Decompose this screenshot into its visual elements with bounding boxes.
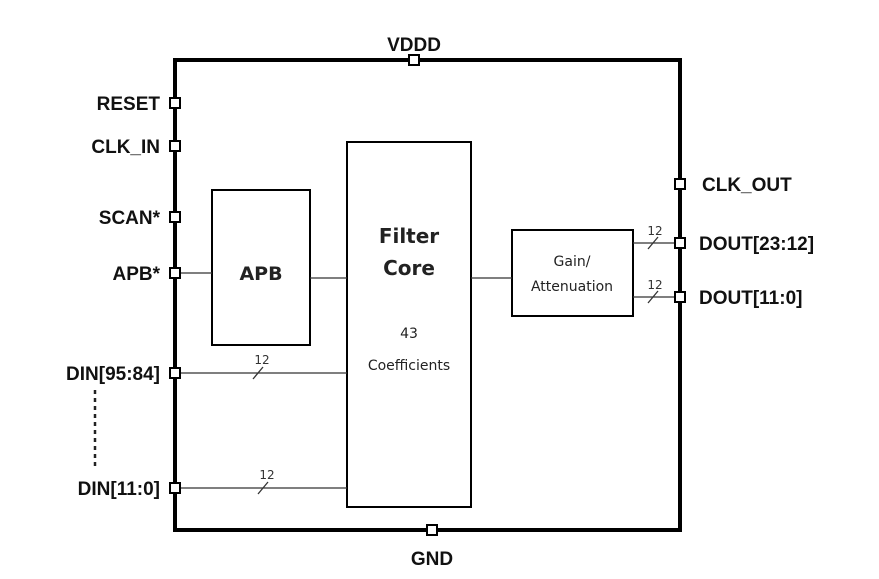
din-high-width: 12 bbox=[254, 353, 269, 367]
vddd-label: VDDD bbox=[387, 35, 441, 56]
dout-high-label: DOUT[23:12] bbox=[699, 234, 814, 255]
pin-clk-out bbox=[674, 178, 686, 190]
din-low-label: DIN[11:0] bbox=[78, 479, 160, 500]
din-low-width: 12 bbox=[259, 468, 274, 482]
scan-label: SCAN* bbox=[99, 208, 161, 229]
apb-block bbox=[211, 189, 311, 346]
gain-label-line2: Attenuation bbox=[531, 279, 613, 295]
filter-core-title-line1: Filter bbox=[379, 224, 439, 248]
coefficient-label: Coefficients bbox=[368, 358, 450, 374]
clk-in-label: CLK_IN bbox=[91, 137, 160, 158]
dout-low-width: 12 bbox=[647, 278, 662, 292]
dout-low-label: DOUT[11:0] bbox=[699, 288, 802, 309]
gain-label-line1: Gain/ bbox=[554, 254, 591, 270]
dout-high-width: 12 bbox=[647, 224, 662, 238]
bus-slash bbox=[647, 290, 659, 304]
pin-din-high bbox=[169, 367, 181, 379]
bus-slash bbox=[257, 481, 269, 495]
filter-core-title-line2: Core bbox=[383, 256, 435, 280]
pin-vddd bbox=[408, 54, 420, 66]
gain-attenuation-block bbox=[511, 229, 634, 317]
bus-slash bbox=[647, 236, 659, 250]
gnd-label: GND bbox=[411, 549, 453, 570]
pin-apb bbox=[169, 267, 181, 279]
din-high-label: DIN[95:84] bbox=[66, 364, 160, 385]
pin-gnd bbox=[426, 524, 438, 536]
pin-dout-high bbox=[674, 237, 686, 249]
filter-core-block bbox=[346, 141, 472, 508]
pin-clk-in bbox=[169, 140, 181, 152]
apb-block-label: APB bbox=[239, 263, 282, 285]
clk-out-label: CLK_OUT bbox=[702, 175, 792, 196]
pin-scan bbox=[169, 211, 181, 223]
pin-din-low bbox=[169, 482, 181, 494]
apb-pin-label: APB* bbox=[112, 264, 160, 285]
bus-slash bbox=[252, 366, 264, 380]
coefficient-count: 43 bbox=[400, 326, 418, 342]
pin-reset bbox=[169, 97, 181, 109]
pin-dout-low bbox=[674, 291, 686, 303]
reset-label: RESET bbox=[97, 94, 161, 115]
